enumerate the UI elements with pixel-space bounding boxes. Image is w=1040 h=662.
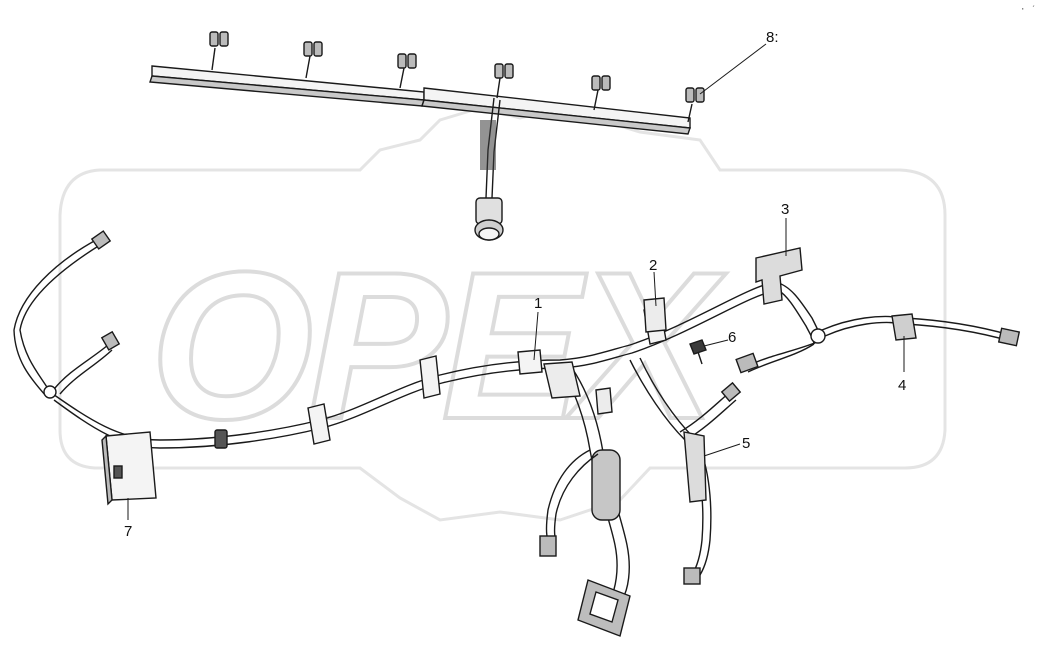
clip-2 [643, 297, 667, 333]
callout-5: 5 [742, 435, 750, 452]
left-mid-connector [100, 330, 121, 351]
left-end-connector [90, 230, 112, 250]
clip-4 [891, 313, 917, 341]
trunk-upper [49, 281, 776, 441]
rail-plug-1 [209, 31, 229, 71]
mid-right-connector [720, 381, 742, 403]
callout-6: 6 [728, 329, 736, 346]
callout-3: 3 [781, 201, 789, 218]
end-fitting-right [997, 327, 1021, 347]
callout-4: 4 [898, 377, 906, 394]
lower-left-connector [539, 535, 557, 557]
rail-plug-4 [494, 63, 514, 99]
rail-plug-6 [685, 87, 705, 123]
bolt-6 [689, 339, 707, 365]
rail-plug-2 [303, 41, 323, 79]
plate-7 [101, 431, 157, 506]
round-connector [474, 197, 504, 241]
right-junction [810, 328, 826, 344]
watermark-text: OPEX [150, 228, 726, 463]
watermark: OPEX [58, 106, 947, 522]
callout-8: 8: [766, 29, 779, 46]
callout-1: 1 [534, 295, 542, 312]
central-junction [543, 361, 581, 399]
bracket-3 [755, 247, 803, 305]
ecu-connector-block [577, 579, 631, 637]
rail-plug-3 [397, 53, 417, 89]
injector-rail-harness [149, 31, 705, 241]
bracket-5 [683, 431, 707, 503]
corner-mark: · ′ [1020, 5, 1036, 15]
right-end-connector [735, 352, 759, 374]
callout-2: 2 [649, 257, 657, 274]
sensor-cable [821, 315, 1011, 336]
rail-plug-5 [591, 75, 611, 111]
left-junction [43, 385, 57, 399]
leader-lines [127, 43, 905, 520]
callouts: 1 2 3 4 5 6 7 8: [124, 29, 906, 540]
lower-right-fitting [683, 567, 701, 585]
main-harness [13, 230, 1021, 637]
callout-7: 7 [124, 523, 132, 540]
